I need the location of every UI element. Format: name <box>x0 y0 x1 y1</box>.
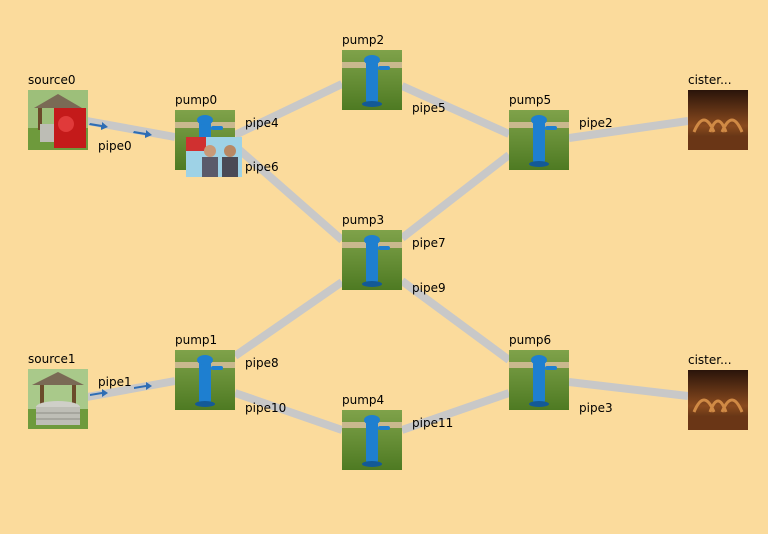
people-photo-icon <box>186 137 242 177</box>
node-source0[interactable]: source0 <box>28 73 88 150</box>
pipe-label-pipe8: pipe8 <box>245 356 279 370</box>
pipe5-line[interactable] <box>400 82 511 138</box>
pipe7-line[interactable] <box>399 151 512 242</box>
cistern-icon <box>688 90 748 150</box>
node-label: pump1 <box>175 333 218 347</box>
pipe0-line[interactable] <box>86 117 176 141</box>
node-pump6[interactable]: pump6 <box>509 333 569 410</box>
pipe-label-pipe7: pipe7 <box>412 236 446 250</box>
node-pump2[interactable]: pump2 <box>342 33 402 110</box>
node-cistern1[interactable]: cister... <box>688 353 748 430</box>
pipe10-line[interactable] <box>233 389 344 434</box>
node-label: cister... <box>688 73 732 87</box>
pipe-label-pipe11: pipe11 <box>412 416 454 430</box>
node-cistern0[interactable]: cister... <box>688 73 748 150</box>
pipe-label-pipe4: pipe4 <box>245 116 279 130</box>
pipe6-line[interactable] <box>232 142 345 244</box>
node-label: pump3 <box>342 213 385 227</box>
node-label: pump6 <box>509 333 552 347</box>
pipe-label-pipe6: pipe6 <box>245 160 279 174</box>
pipe-label-pipe1: pipe1 <box>98 375 132 389</box>
node-label: pump2 <box>342 33 385 47</box>
node-label: pump0 <box>175 93 218 107</box>
node-source1[interactable]: source1 <box>28 352 88 429</box>
pipe-label-pipe5: pipe5 <box>412 101 446 115</box>
node-label: source0 <box>28 73 76 87</box>
well-icon <box>28 369 88 429</box>
pump-icon <box>175 350 235 410</box>
pipe-label-pipe9: pipe9 <box>412 281 446 295</box>
pipe-label-pipe3: pipe3 <box>579 401 613 415</box>
pipe-label-pipe10: pipe10 <box>245 401 287 415</box>
node-label: pump5 <box>509 93 552 107</box>
pipe-label-pipe0: pipe0 <box>98 139 132 153</box>
node-pump5[interactable]: pump5 <box>509 93 569 170</box>
pipe11-line[interactable] <box>400 389 511 434</box>
flow-arrow-icon <box>89 122 152 138</box>
flow-arrow-icon <box>90 382 152 397</box>
well-icon <box>28 90 88 150</box>
pump-icon <box>509 110 569 170</box>
pump-icon <box>342 410 402 470</box>
pipe8-line[interactable] <box>232 278 345 360</box>
cistern-icon <box>688 370 748 430</box>
node-pump3[interactable]: pump3 <box>342 213 402 290</box>
pipe4-line[interactable] <box>233 80 344 139</box>
pipe9-line[interactable] <box>399 277 512 364</box>
node-pump1[interactable]: pump1 <box>175 333 235 410</box>
pump-icon <box>509 350 569 410</box>
node-label: pump4 <box>342 393 385 407</box>
pipe1-line[interactable] <box>86 377 176 401</box>
pump-icon <box>342 230 402 290</box>
pipe2-line[interactable] <box>568 117 689 142</box>
pump-icon <box>342 50 402 110</box>
pipe-label-pipe2: pipe2 <box>579 116 613 130</box>
pipe3-line[interactable] <box>568 378 689 400</box>
node-pump4[interactable]: pump4 <box>342 393 402 470</box>
node-label: source1 <box>28 352 76 366</box>
node-label: cister... <box>688 353 732 367</box>
